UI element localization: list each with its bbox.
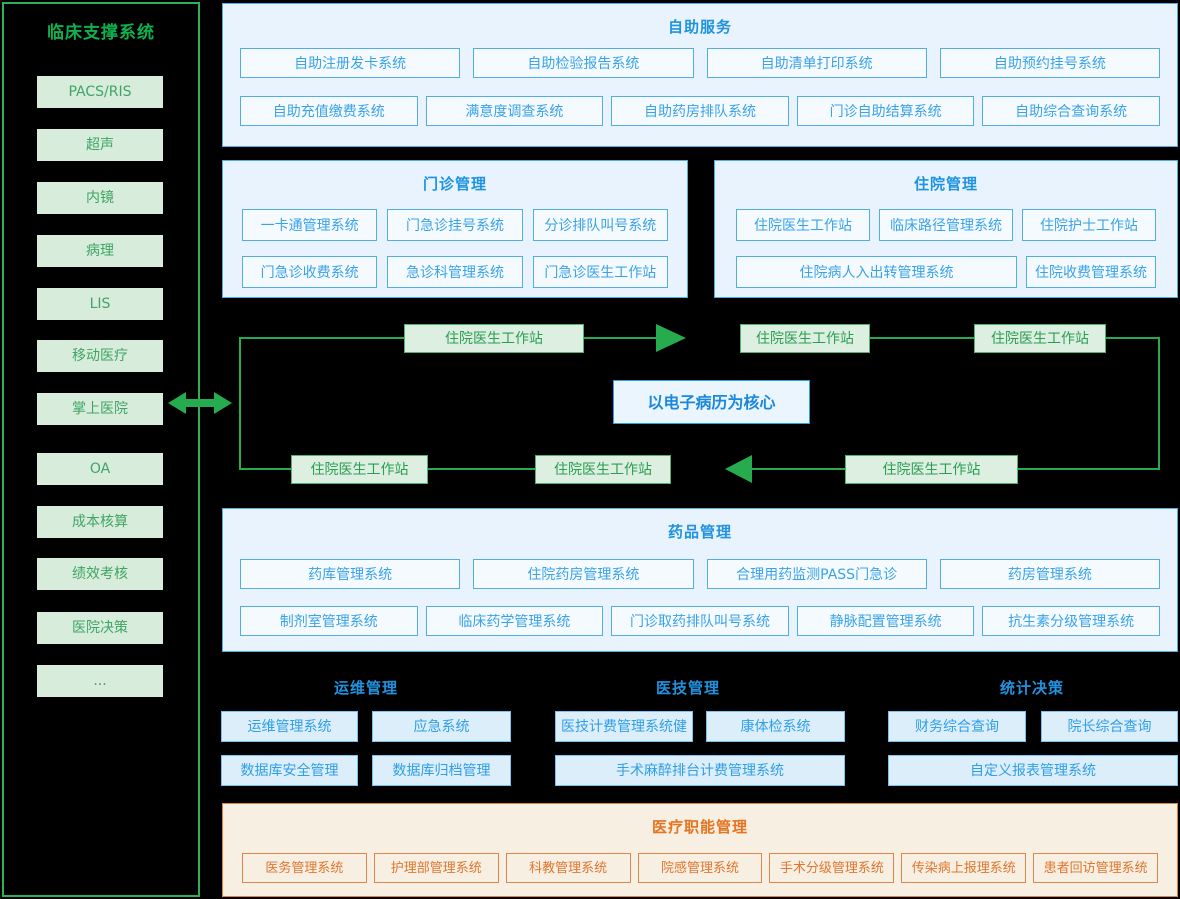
system-box: 手术分级管理系统 [769, 853, 895, 883]
system-box: 自助综合查询系统 [982, 96, 1160, 126]
emr-node: 住院医生工作站 [845, 455, 1018, 484]
system-box: 住院病人入出转管理系统 [736, 256, 1017, 288]
system-box: 制剂室管理系统 [240, 606, 418, 636]
emr-node: 住院医生工作站 [535, 455, 671, 484]
sidebar-item-endoscopy: 内镜 [37, 182, 163, 214]
system-box: 临床药学管理系统 [425, 606, 604, 636]
system-box: 自助充值缴费系统 [240, 96, 418, 126]
system-box: 抗生素分级管理系统 [982, 606, 1160, 636]
system-box: 院长综合查询 [1041, 711, 1178, 742]
system-box: 医务管理系统 [242, 853, 367, 883]
medical-admin-panel: 医疗职能管理 医务管理系统 护理部管理系统 科教管理系统 院感管理系统 手术分级… [222, 803, 1178, 897]
system-box: 满意度调查系统 [425, 96, 604, 126]
system-box: 一卡通管理系统 [242, 209, 378, 241]
system-box: 静脉配置管理系统 [796, 606, 975, 636]
system-box: 自助预约挂号系统 [939, 48, 1160, 78]
flow-arrow-left-icon [725, 455, 752, 483]
sidebar-item-pathology: 病理 [37, 235, 163, 267]
system-box: 财务综合查询 [888, 711, 1026, 742]
sidebar-title: 临床支撑系统 [47, 23, 155, 43]
maintenance-title: 运维管理 [333, 679, 398, 697]
system-box: 急诊科管理系统 [387, 256, 523, 288]
sidebar-item-more: ... [37, 665, 163, 697]
self-service-title: 自助服务 [667, 18, 732, 36]
sidebar-item-cost: 成本核算 [37, 506, 163, 538]
system-box: 门急诊挂号系统 [387, 209, 523, 241]
medical-admin-title: 医疗职能管理 [651, 818, 748, 836]
sidebar-item-performance: 绩效考核 [37, 558, 163, 590]
system-box: 自定义报表管理系统 [888, 755, 1178, 786]
system-box: 患者回访管理系统 [1033, 853, 1159, 883]
system-box: 住院护士工作站 [1022, 209, 1156, 241]
medtech-title: 医技管理 [655, 679, 720, 697]
system-box: 门急诊收费系统 [242, 256, 378, 288]
emr-node: 住院医生工作站 [404, 324, 584, 353]
system-box: 门诊自助结算系统 [796, 96, 975, 126]
system-box: 住院药房管理系统 [473, 559, 694, 589]
emr-node: 住院医生工作站 [974, 324, 1106, 353]
system-box: 住院收费管理系统 [1026, 256, 1156, 288]
flow-arrow-right-icon [656, 324, 686, 352]
sidebar-link-arrow-left-icon [168, 392, 186, 414]
system-box: 数据库安全管理 [221, 755, 358, 786]
sidebar-item-oa: OA [37, 453, 163, 485]
emr-loop-connector-lines [168, 324, 1160, 483]
emr-node: 住院医生工作站 [740, 324, 870, 353]
sidebar-item-pacs-ris: PACS/RIS [37, 76, 163, 108]
system-box: 手术麻醉排台计费管理系统 [555, 755, 845, 786]
system-box: 自助清单打印系统 [706, 48, 927, 78]
system-box: 分诊排队叫号系统 [532, 209, 668, 241]
emr-core-box: 以电子病历为核心 [613, 380, 810, 424]
system-box: 自助注册发卡系统 [240, 48, 461, 78]
system-box: 自助检验报告系统 [473, 48, 694, 78]
sidebar-item-decision: 医院决策 [37, 612, 163, 644]
sidebar-link-arrow-right-icon [214, 392, 232, 414]
system-box: 门急诊医生工作站 [532, 256, 668, 288]
system-box: 数据库归档管理 [372, 755, 511, 786]
system-box: 自助药房排队系统 [611, 96, 789, 126]
system-box: 医技计费管理系统健 [555, 711, 693, 742]
system-box: 康体检系统 [706, 711, 845, 742]
system-box: 院感管理系统 [637, 853, 763, 883]
clinical-support-sidebar: 临床支撑系统 PACS/RIS 超声 内镜 病理 LIS 移动医疗 掌上医院 O… [2, 2, 200, 897]
system-box: 科教管理系统 [505, 853, 631, 883]
outpatient-panel: 门诊管理 一卡通管理系统 门急诊挂号系统 分诊排队叫号系统 门急诊收费系统 急诊… [222, 160, 688, 298]
statistics-title: 统计决策 [999, 679, 1064, 697]
loop-left-line [239, 337, 404, 470]
sidebar-item-lis: LIS [37, 288, 163, 320]
pharmacy-title: 药品管理 [667, 523, 732, 541]
pharmacy-panel: 药品管理 药库管理系统 住院药房管理系统 合理用药监测PASS门急诊 药房管理系… [222, 508, 1178, 652]
system-box: 药库管理系统 [240, 559, 461, 589]
sidebar-item-ultrasound: 超声 [37, 129, 163, 161]
system-box: 临床路径管理系统 [879, 209, 1013, 241]
sidebar-item-palm-hospital: 掌上医院 [37, 393, 163, 425]
self-service-panel: 自助服务 自助注册发卡系统 自助检验报告系统 自助清单打印系统 自助预约挂号系统… [222, 3, 1178, 147]
inpatient-title: 住院管理 [913, 175, 978, 193]
system-box: 合理用药监测PASS门急诊 [706, 559, 927, 589]
system-box: 住院医生工作站 [736, 209, 870, 241]
system-box: 传染病上报理系统 [901, 853, 1027, 883]
sidebar-item-mobile-med: 移动医疗 [37, 340, 163, 372]
system-box: 门诊取药排队叫号系统 [611, 606, 789, 636]
loop-right-line [1018, 337, 1160, 470]
system-box: 护理部管理系统 [373, 853, 499, 883]
outpatient-title: 门诊管理 [422, 175, 487, 193]
sidebar-link-arrow-shaft [180, 399, 220, 407]
inpatient-panel: 住院管理 住院医生工作站 临床路径管理系统 住院护士工作站 住院病人入出转管理系… [714, 160, 1178, 298]
system-box: 应急系统 [372, 711, 511, 742]
system-box: 运维管理系统 [221, 711, 358, 742]
system-box: 药房管理系统 [939, 559, 1160, 589]
emr-node: 住院医生工作站 [291, 455, 428, 484]
